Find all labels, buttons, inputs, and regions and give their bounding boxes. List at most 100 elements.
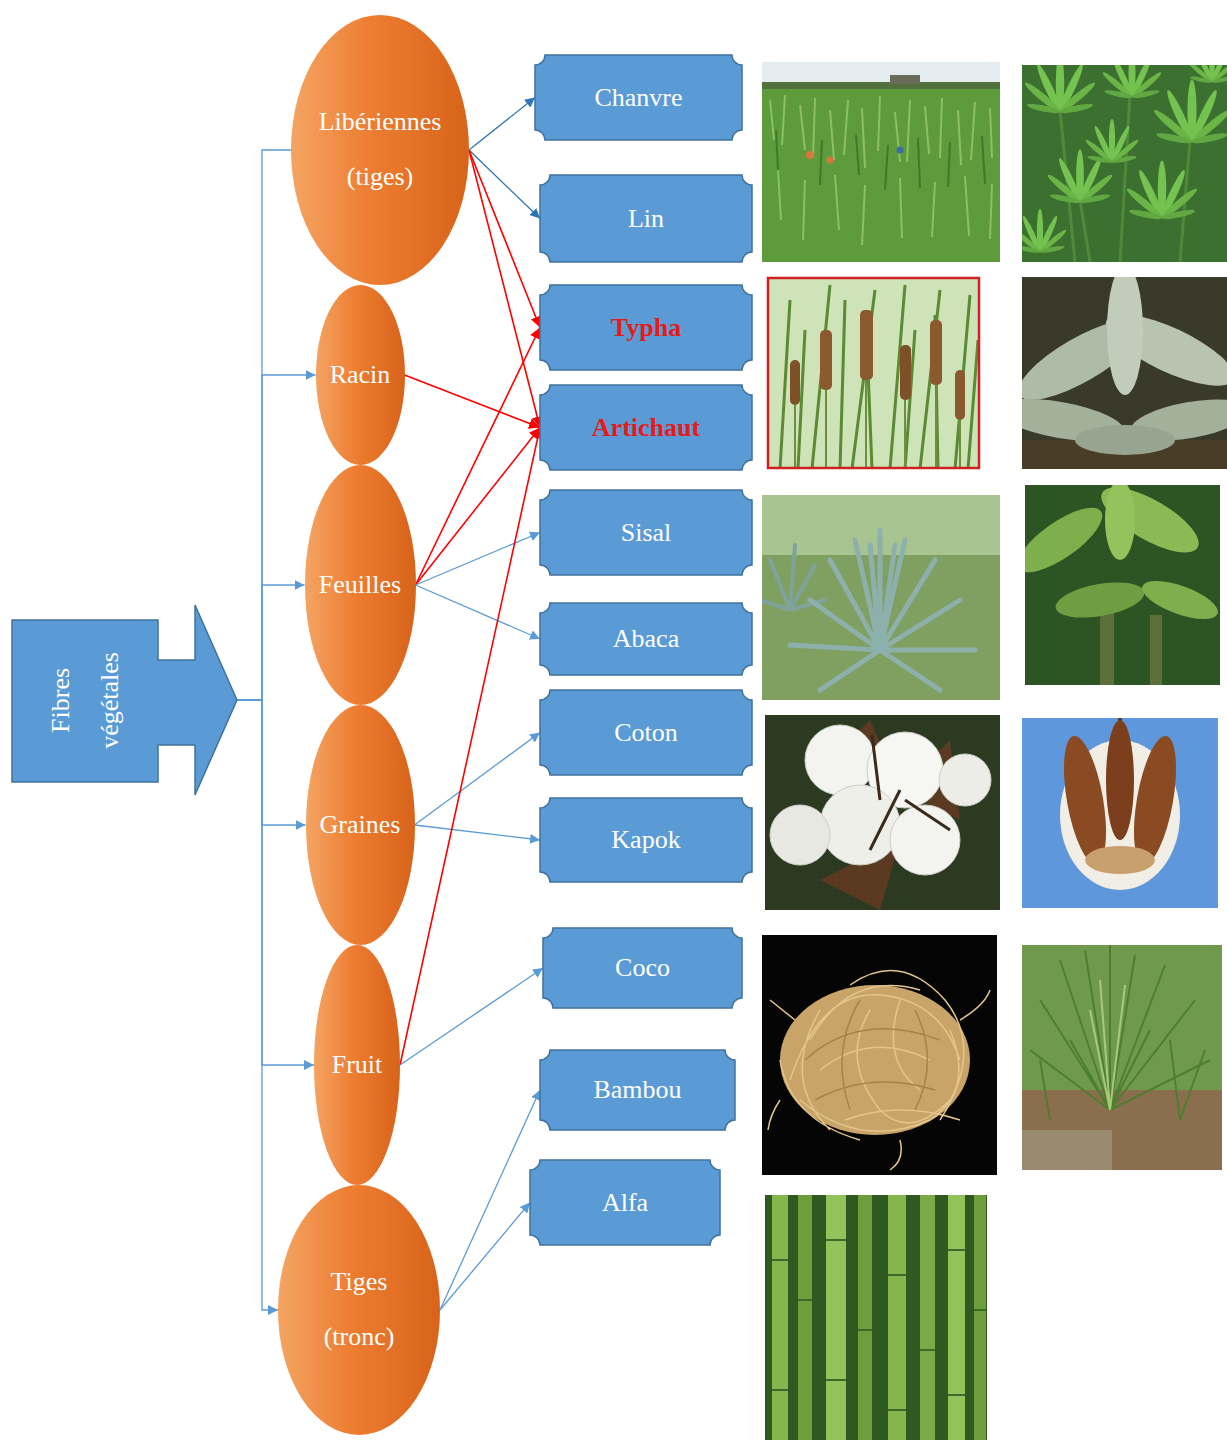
alfa-blades bbox=[1030, 945, 1210, 1120]
cattail-spike bbox=[900, 345, 911, 400]
hemp-leaf bbox=[1084, 119, 1140, 164]
connector-arrow bbox=[440, 1203, 530, 1311]
node-label: Kapok bbox=[611, 825, 680, 854]
fiber-box: Coton bbox=[540, 690, 752, 775]
connector-arrow bbox=[415, 733, 541, 826]
ellipse-outline bbox=[305, 465, 416, 705]
connector-arrow bbox=[440, 1090, 540, 1310]
fiber-box: Bambou bbox=[540, 1050, 735, 1130]
photo-barn bbox=[890, 75, 920, 84]
connector-arrow bbox=[469, 150, 540, 219]
node-shape bbox=[291, 15, 469, 285]
node-label: Abaca bbox=[613, 624, 679, 653]
node-label: Feuilles bbox=[319, 570, 401, 599]
hemp-leaf bbox=[1152, 80, 1227, 146]
photo-treeline bbox=[762, 82, 1000, 89]
node-text: Graines bbox=[320, 798, 401, 853]
ellipse-outline bbox=[306, 705, 415, 945]
fiber-box: Chanvre bbox=[535, 55, 742, 140]
cotton-boll bbox=[820, 785, 900, 865]
node-label: Coton bbox=[614, 718, 678, 747]
connector-arrow bbox=[237, 700, 306, 825]
bamboo-stalk bbox=[858, 1195, 872, 1440]
box-outline bbox=[540, 690, 752, 775]
sisal-photo bbox=[762, 495, 1000, 700]
photo-background bbox=[765, 715, 1000, 910]
cattail-spike bbox=[860, 310, 873, 380]
ellipse-outline bbox=[291, 15, 469, 285]
cotton-boll bbox=[805, 725, 875, 795]
connector-arrow bbox=[405, 375, 541, 428]
coco-fibers-dark bbox=[805, 1000, 940, 1110]
node-text: Bambou bbox=[593, 1074, 681, 1105]
node-text: Fibres végétales bbox=[36, 627, 135, 773]
photo-background bbox=[767, 277, 980, 469]
node-text: Abaca bbox=[613, 623, 679, 654]
connector-arrow bbox=[469, 98, 535, 151]
connector-arrow bbox=[237, 700, 314, 1065]
node-label: Lin bbox=[628, 204, 664, 233]
artichoke-leaf bbox=[1075, 425, 1175, 455]
node-text: Kapok bbox=[611, 824, 680, 855]
photo-puddle bbox=[1022, 1130, 1112, 1170]
node-label: Fruit bbox=[332, 1050, 383, 1079]
photo-background bbox=[765, 1195, 987, 1440]
box-outline bbox=[540, 175, 752, 262]
part-ellipse: Tiges (tronc) bbox=[278, 1185, 440, 1435]
fiber-box: Kapok bbox=[540, 798, 752, 882]
bamboo-stalk bbox=[826, 1195, 846, 1440]
cotton-photo bbox=[765, 715, 1000, 910]
connector-arrow bbox=[237, 375, 316, 700]
node-text: Fruit bbox=[332, 1038, 383, 1093]
photo-background bbox=[1022, 945, 1222, 1170]
box-outline bbox=[535, 55, 742, 140]
fiber-box: Lin bbox=[540, 175, 752, 262]
photo-stems bbox=[795, 380, 960, 469]
node-shape bbox=[278, 1185, 440, 1435]
kapok-photo bbox=[1022, 718, 1218, 908]
bamboo-stalk bbox=[772, 1195, 788, 1440]
connector-arrow bbox=[469, 150, 540, 328]
cotton-boll bbox=[939, 754, 991, 806]
cattail-spike bbox=[930, 320, 942, 385]
connector-arrow bbox=[416, 428, 541, 586]
part-ellipse: Libériennes (tiges) bbox=[291, 15, 469, 285]
node-label: Chanvre bbox=[594, 83, 682, 112]
connector-arrow bbox=[237, 585, 305, 700]
box-outline bbox=[540, 490, 752, 575]
node-label: Tiges (tronc) bbox=[324, 1267, 395, 1351]
arrow-outline bbox=[12, 605, 237, 795]
fiber-box: Abaca bbox=[540, 603, 752, 675]
node-label: Alfa bbox=[602, 1188, 648, 1217]
box-outline bbox=[540, 1050, 735, 1130]
photo-ground bbox=[762, 62, 1000, 262]
connector-arrow bbox=[469, 150, 540, 428]
box-outline bbox=[540, 385, 752, 470]
node-text: Libériennes (tiges) bbox=[305, 95, 455, 204]
part-ellipse: Fruit bbox=[314, 945, 400, 1185]
bamboo-photo bbox=[765, 1195, 987, 1440]
cattail-spike bbox=[790, 360, 800, 405]
node-text: Artichaut bbox=[592, 412, 700, 443]
part-ellipse: Graines bbox=[306, 705, 415, 945]
photo-blades bbox=[780, 285, 978, 469]
typha-photo bbox=[767, 277, 980, 469]
box-outline bbox=[530, 1160, 720, 1245]
kapok-pod-segment bbox=[1106, 720, 1134, 840]
box-outline bbox=[540, 285, 752, 370]
connector-arrow bbox=[416, 533, 541, 586]
cotton-boll bbox=[770, 805, 830, 865]
node-text: Racin bbox=[330, 348, 391, 403]
bamboo-nodes bbox=[772, 1240, 986, 1410]
fiber-box: Typha bbox=[540, 285, 752, 370]
bamboo-stalk bbox=[888, 1195, 906, 1440]
abaca-leaf bbox=[1105, 485, 1135, 560]
kapok-pod-base bbox=[1085, 846, 1155, 874]
node-text: Sisal bbox=[621, 517, 672, 548]
box-outline bbox=[543, 928, 742, 1008]
photo-soil bbox=[1022, 1090, 1222, 1170]
photo-sky bbox=[762, 62, 1000, 84]
node-label: Typha bbox=[611, 313, 681, 342]
ellipse-outline bbox=[316, 285, 405, 465]
fiber-box: Artichaut bbox=[540, 385, 752, 470]
